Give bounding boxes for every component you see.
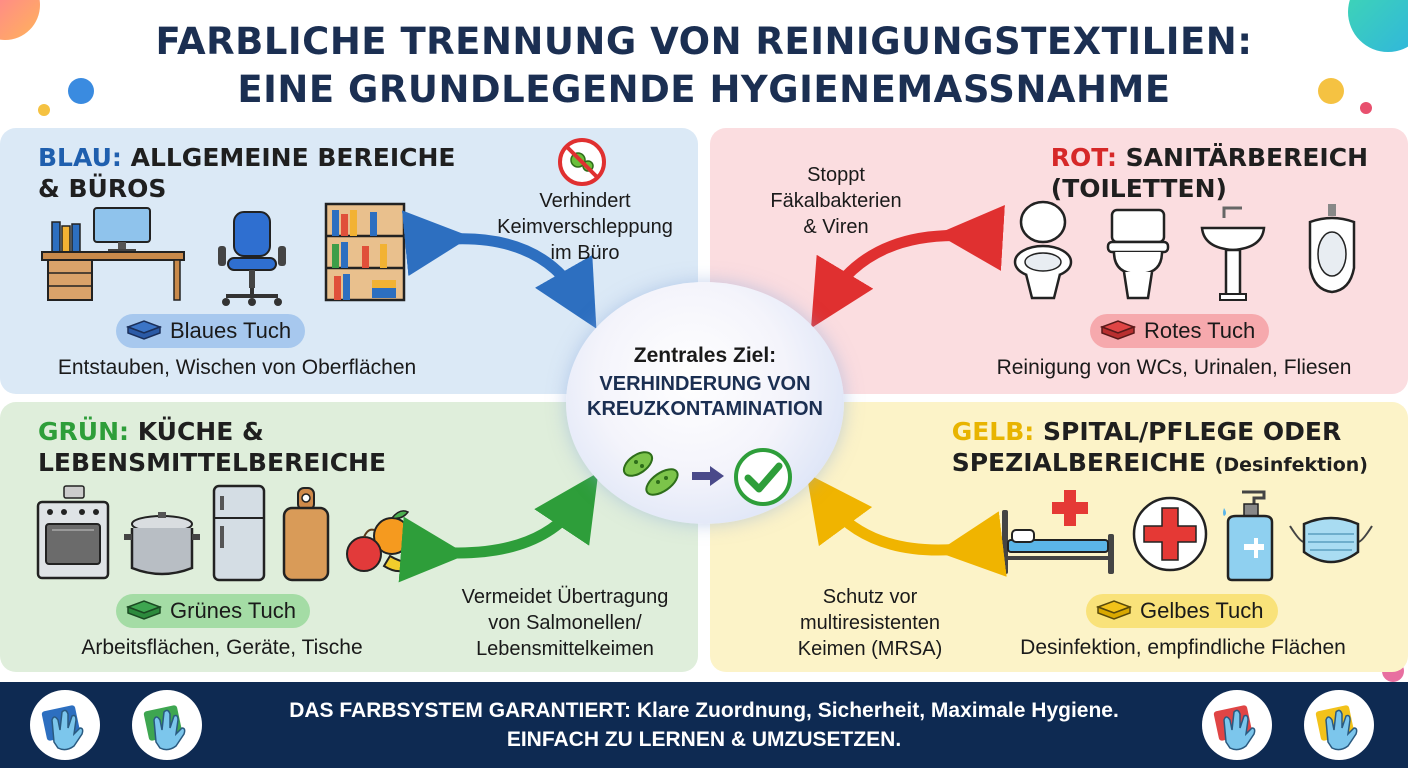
sanitizer-icon <box>1223 490 1274 582</box>
note-line: Fäkalbakterien <box>770 190 902 212</box>
quadrant-yellow: GELB: SPITAL/PFLEGE ODER SPEZIALBEREICHE… <box>710 402 1408 672</box>
note-line: Keimverschleppung <box>497 216 673 238</box>
cloth-badge-blue: Blaues Tuch <box>116 314 306 348</box>
fridge-icon <box>212 484 266 582</box>
glove-green-icon <box>132 690 202 760</box>
note-line: im Büro <box>550 242 620 264</box>
cloth-badge-green: Grünes Tuch <box>116 594 310 628</box>
toilet-icon <box>1013 200 1073 300</box>
folded-cloth-icon <box>1095 600 1133 620</box>
title-line-1: FARBLICHE TRENNUNG VON REINIGUNGSTEXTILI… <box>155 20 1253 63</box>
checkmark-icon <box>734 448 792 506</box>
cloth-badge-red: Rotes Tuch <box>1090 314 1270 348</box>
pot-icon <box>124 512 200 576</box>
glove-yellow-icon <box>1304 690 1374 760</box>
note-yellow: Schutz vor multiresistenten Keimen (MRSA… <box>770 584 970 662</box>
sink-icon <box>1200 206 1266 301</box>
heading-text: SANITÄRBEREICH <box>1125 143 1368 172</box>
heading-text-line2: & BÜROS <box>38 174 167 203</box>
footer-text: DAS FARBSYSTEM GARANTIERT: Klare Zuordnu… <box>180 696 1228 754</box>
note-green: Vermeidet Übertragung von Salmonellen/ L… <box>430 584 700 662</box>
page-title: FARBLICHE TRENNUNG VON REINIGUNGSTEXTILI… <box>0 18 1408 114</box>
germs-icon <box>622 451 679 496</box>
quadrant-yellow-heading: GELB: SPITAL/PFLEGE ODER SPEZIALBEREICHE… <box>952 416 1368 481</box>
heading-text: KÜCHE & <box>137 417 264 446</box>
cloth-badge-yellow: Gelbes Tuch <box>1086 594 1278 628</box>
desk-icon <box>41 207 185 301</box>
decor-dot <box>38 104 50 116</box>
heading-text-line2: (TOILETTEN) <box>1050 174 1227 203</box>
color-word-yellow: GELB: <box>951 417 1035 446</box>
arrow-yellow <box>806 473 1007 577</box>
arrow-red <box>811 205 1005 329</box>
note-line: Vermeidet Übertragung <box>461 586 669 608</box>
heading-text-line2: SPEZIALBEREICHE <box>951 448 1206 477</box>
heading-text: ALLGEMEINE BEREICHE <box>130 143 456 172</box>
arrow-right-icon <box>692 466 724 486</box>
description-yellow: Desinfektion, empfindliche Flächen <box>1020 636 1346 659</box>
description-blue: Entstauben, Wischen von Oberflächen <box>57 356 417 379</box>
note-line: Keimen (MRSA) <box>797 638 943 660</box>
arrow-blue <box>401 210 597 329</box>
footer-line-1: DAS FARBSYSTEM GARANTIERT: Klare Zuordnu… <box>289 699 1119 722</box>
quadrant-red-heading: ROT: SANITÄRBEREICH (TOILETTEN) <box>1051 142 1368 204</box>
note-line: multiresistenten <box>799 612 941 634</box>
footer-banner: DAS FARBSYSTEM GARANTIERT: Klare Zuordnu… <box>0 682 1408 768</box>
note-line: Lebensmittelkeimen <box>476 638 654 660</box>
folded-cloth-icon <box>125 600 163 620</box>
note-red: Stoppt Fäkalbakterien & Viren <box>746 162 926 240</box>
heading-suffix: (Desinfektion) <box>1214 454 1368 476</box>
glove-red-icon <box>1202 690 1272 760</box>
center-goal: VERHINDERUNG VON KREUZKONTAMINATION <box>566 372 844 422</box>
description-red: Reinigung von WCs, Urinalen, Fliesen <box>996 356 1352 379</box>
note-blue: Verhindert Keimverschleppung im Büro <box>470 188 700 266</box>
folded-cloth-icon <box>1099 320 1137 340</box>
quadrant-blue-heading: BLAU: ALLGEMEINE BEREICHE & BÜROS <box>38 142 455 204</box>
decor-dot <box>68 78 94 104</box>
center-goal-circle: Zentrales Ziel: VERHINDERUNG VON KREUZKO… <box>566 282 844 524</box>
color-word-blue: BLAU: <box>38 143 122 172</box>
color-word-green: GRÜN: <box>38 417 129 446</box>
note-line: Stoppt <box>807 164 865 186</box>
decor-dot <box>1360 102 1372 114</box>
cutting-board-icon <box>282 487 330 582</box>
footer-line-2: EINFACH ZU LERNEN & UMZUSETZEN. <box>506 728 902 751</box>
glove-blue-icon <box>30 690 100 760</box>
title-line-2: EINE GRUNDLEGENDE HYGIENEMAßNAHME <box>237 68 1171 111</box>
office-chair-icon <box>218 211 286 306</box>
cloth-label-blue: Blaues Tuch <box>170 318 292 343</box>
color-word-red: ROT: <box>1050 143 1117 172</box>
center-goal-line-2: KREUZKONTAMINATION <box>587 398 823 420</box>
center-label: Zentrales Ziel: <box>633 344 777 367</box>
heading-text: SPITAL/PFLEGE ODER <box>1043 417 1342 446</box>
face-mask-icon <box>1289 516 1373 564</box>
toilet-tank-icon <box>1106 208 1170 300</box>
decor-dot <box>1318 78 1344 104</box>
note-line: Verhindert <box>539 190 631 212</box>
folded-cloth-icon <box>125 320 163 340</box>
red-cross-icon <box>1132 496 1208 572</box>
cloth-label-yellow: Gelbes Tuch <box>1140 598 1264 623</box>
note-line: von Salmonellen/ <box>488 612 642 634</box>
center-goal-line-1: VERHINDERUNG VON <box>599 373 811 395</box>
description-green: Arbeitsflächen, Geräte, Tische <box>81 636 363 659</box>
arrow-green <box>398 472 599 583</box>
bookshelf-icon <box>324 202 406 302</box>
heading-text-line2: LEBENSMITTELBEREICHE <box>38 448 387 477</box>
cloth-label-red: Rotes Tuch <box>1144 318 1256 343</box>
quadrant-green-heading: GRÜN: KÜCHE & LEBENSMITTELBEREICHE <box>38 416 386 478</box>
note-line: & Viren <box>803 216 869 238</box>
note-line: Schutz vor <box>822 586 918 608</box>
urinal-icon <box>1308 204 1356 294</box>
stove-icon <box>36 485 110 580</box>
cloth-label-green: Grünes Tuch <box>170 598 296 623</box>
no-germs-icon <box>558 138 606 186</box>
